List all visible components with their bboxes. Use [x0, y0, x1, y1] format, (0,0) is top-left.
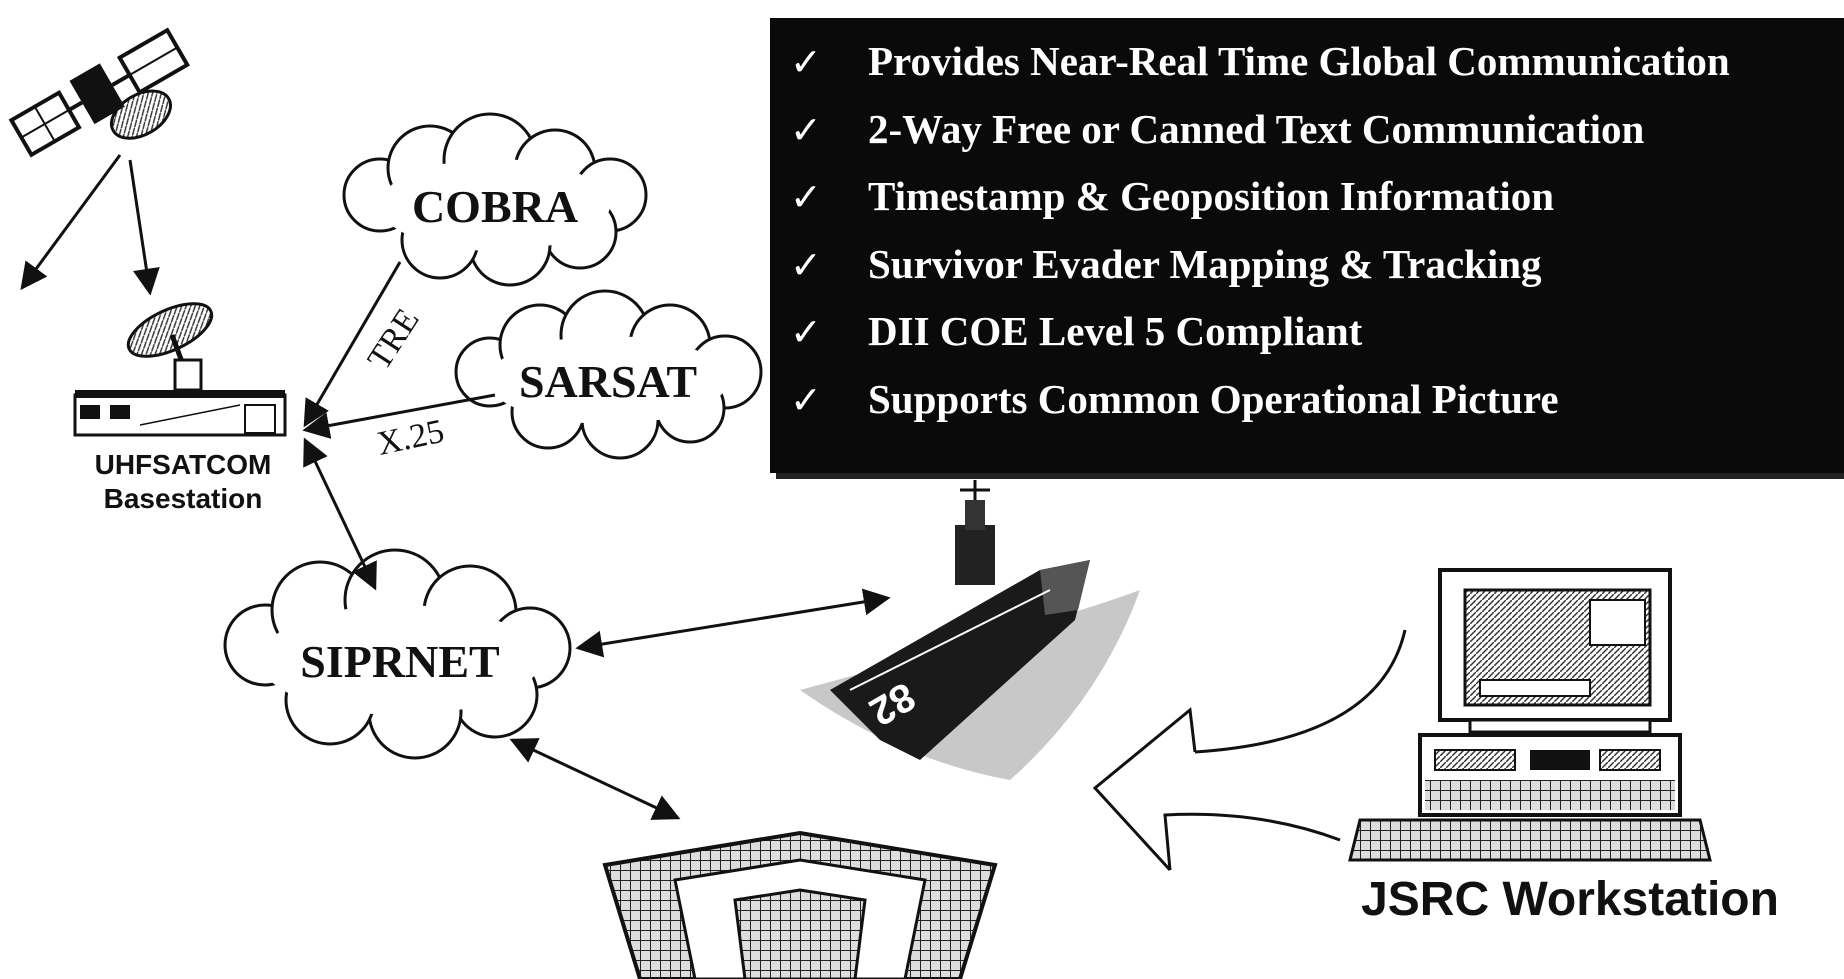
x25-link-label: X.25 — [374, 413, 447, 463]
tre-link-arrow — [303, 261, 402, 428]
feature-item: ✓ Provides Near-Real Time Global Communic… — [790, 28, 1844, 96]
feature-item: ✓ DII COE Level 5 Compliant — [790, 298, 1844, 366]
check-icon: ✓ — [790, 107, 822, 152]
basestation-label-line2: Basestation — [104, 483, 263, 514]
aircraft-carrier-icon: 82 — [800, 480, 1140, 780]
downlink-arrow-left — [20, 154, 122, 291]
cobra-label: COBRA — [412, 181, 578, 232]
downlink-arrow-station — [128, 159, 160, 296]
feature-item: ✓ Timestamp & Geoposition Information — [790, 163, 1844, 231]
siprnet-cloud: SIPRNET — [223, 548, 572, 760]
sarsat-cloud: SARSAT — [454, 289, 763, 460]
check-icon: ✓ — [790, 175, 822, 219]
cobra-cloud: COBRA — [342, 112, 648, 287]
feature-text: DII COE Level 5 Compliant — [868, 308, 1363, 354]
feature-item: ✓ 2-Way Free or Canned Text Communication — [790, 96, 1844, 164]
feature-item: ✓ Supports Common Operational Picture — [790, 366, 1844, 434]
check-icon: ✓ — [790, 310, 822, 354]
workstation-label: JSRC Workstation — [1361, 873, 1779, 926]
ground-station-icon — [73, 302, 287, 437]
check-icon: ✓ — [790, 377, 822, 422]
check-icon: ✓ — [790, 242, 822, 287]
feature-text: Survivor Evader Mapping & Tracking — [868, 240, 1542, 287]
feature-list: ✓ Provides Near-Real Time Global Communic… — [770, 18, 1844, 433]
pentagon-icon — [602, 830, 998, 979]
feature-text: Timestamp & Geoposition Information — [868, 173, 1555, 219]
sarsat-label: SARSAT — [519, 356, 697, 407]
feature-item: ✓ Survivor Evader Mapping & Tracking — [790, 231, 1844, 299]
siprnet-carrier-arrow — [575, 588, 891, 658]
workstation-to-carrier-arrow — [1092, 629, 1407, 872]
siprnet-pentagon-arrow — [509, 738, 681, 820]
feature-text: Provides Near-Real Time Global Communica… — [868, 38, 1730, 84]
siprnet-label: SIPRNET — [300, 636, 499, 687]
feature-text: Supports Common Operational Picture — [868, 375, 1559, 422]
station-siprnet-arrow — [303, 437, 377, 591]
computer-workstation-icon — [1348, 568, 1712, 862]
feature-text: 2-Way Free or Canned Text Communication — [868, 105, 1645, 152]
satellite-icon — [8, 27, 191, 158]
basestation-label-line1: UHFSATCOM — [95, 449, 272, 480]
x25-link-arrow — [302, 393, 496, 439]
check-icon: ✓ — [790, 40, 822, 84]
features-panel: ✓ Provides Near-Real Time Global Communic… — [770, 18, 1844, 473]
